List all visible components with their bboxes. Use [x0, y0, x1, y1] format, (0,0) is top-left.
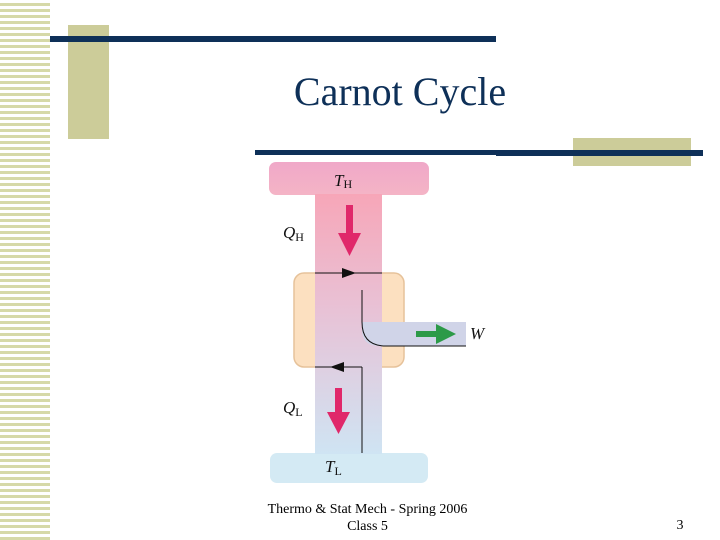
heat-in-arrow — [338, 205, 361, 256]
flow-arrowhead-left — [330, 362, 344, 372]
title-rule-bottom-left — [255, 150, 498, 155]
striped-left-margin — [0, 0, 50, 540]
cold-reservoir-label: TL — [325, 457, 342, 478]
heat-in-label: QH — [283, 223, 304, 244]
carnot-engine-diagram: TH QH W QL TL — [269, 162, 486, 483]
hot-reservoir-label: TH — [334, 171, 352, 191]
title-rule-bottom-right — [496, 150, 703, 156]
stripes-edge — [50, 0, 52, 540]
cold-reservoir — [270, 453, 428, 483]
flow-arrowhead-right — [342, 268, 356, 278]
flow-line-work — [361, 290, 466, 347]
heat-out-arrow — [327, 388, 350, 434]
page-number: 3 — [676, 518, 684, 533]
heat-out-label: QL — [283, 398, 303, 419]
footer-course: Thermo & Stat Mech - Spring 2006 — [267, 502, 468, 517]
title-rule-top — [50, 36, 496, 42]
footer-class: Class 5 — [347, 519, 388, 534]
hot-reservoir — [269, 162, 429, 195]
slide-footer: Thermo & Stat Mech - Spring 2006 Class 5 — [200, 501, 535, 535]
work-label: W — [470, 324, 486, 343]
decorative-block-left — [68, 25, 109, 139]
slide-title: Carnot Cycle — [293, 69, 507, 114]
work-out-arrow — [416, 324, 456, 344]
